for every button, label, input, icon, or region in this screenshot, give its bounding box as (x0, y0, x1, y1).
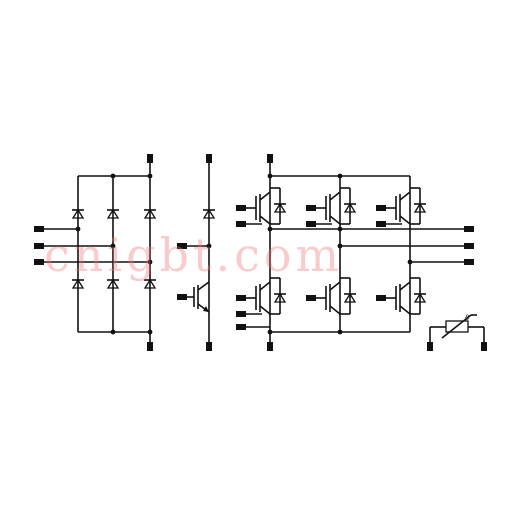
junction-dot (110, 243, 116, 249)
diode-lower-1 (71, 278, 85, 289)
terminal-pin (376, 221, 386, 227)
terminal-pin (34, 259, 44, 265)
brake-chopper (177, 154, 216, 351)
ntc-thermistor: ϑ (427, 314, 487, 351)
igbt-upper-2 (310, 187, 357, 225)
diode-lower-3 (143, 278, 157, 289)
terminal-pin (206, 154, 212, 163)
diode-lower-2 (106, 278, 120, 289)
terminal-pin (376, 205, 386, 211)
rectifier-bridge (34, 154, 157, 351)
terminal-pin (267, 154, 273, 163)
terminal-pin (427, 342, 433, 351)
igbt-upper-1 (240, 187, 287, 225)
junction-dot (337, 226, 343, 232)
junction-dot (267, 329, 273, 335)
terminal-pin (147, 154, 153, 163)
junction-dot (147, 259, 153, 265)
junction-dot (337, 173, 343, 179)
inverter-bridge (236, 154, 474, 351)
igbt-lower-1 (240, 277, 287, 315)
terminal-pin (464, 243, 474, 249)
junction-dot (110, 329, 116, 335)
junction-dot (147, 173, 153, 179)
junction-dot (206, 243, 212, 249)
junction-dot (407, 259, 413, 265)
terminal-pin (236, 205, 246, 211)
terminal-pin (34, 243, 44, 249)
brake-diode (202, 208, 216, 219)
terminal-pin (177, 243, 187, 249)
junction-dot (337, 243, 343, 249)
junction-dot (147, 329, 153, 335)
ntc-marker: ϑ (465, 314, 469, 322)
terminal-pin (306, 295, 316, 301)
diode-upper-2 (106, 208, 120, 219)
terminal-pin (177, 294, 187, 300)
terminal-pin (236, 221, 246, 227)
terminal-pin (267, 342, 273, 351)
terminal-pin (464, 226, 474, 232)
terminal-pin (464, 259, 474, 265)
terminal-pin (147, 342, 153, 351)
terminal-pin (306, 205, 316, 211)
junction-dot (267, 173, 273, 179)
terminal-pin (206, 342, 212, 351)
junction-dot (75, 226, 81, 232)
terminal-pin (236, 311, 246, 317)
diode-upper-1 (71, 208, 85, 219)
igbt-upper-3 (380, 187, 427, 225)
diode-upper-3 (143, 208, 157, 219)
terminal-pin (34, 226, 44, 232)
terminal-pin (481, 342, 487, 351)
junction-dot (267, 226, 273, 232)
junction-dot (337, 329, 343, 335)
terminal-pin (236, 295, 246, 301)
igbt-lower-2 (310, 277, 357, 315)
brake-igbt (181, 281, 210, 313)
terminal-pin (306, 221, 316, 227)
junction-dot (110, 173, 116, 179)
igbt-lower-3 (380, 277, 427, 315)
terminal-pin (376, 295, 386, 301)
